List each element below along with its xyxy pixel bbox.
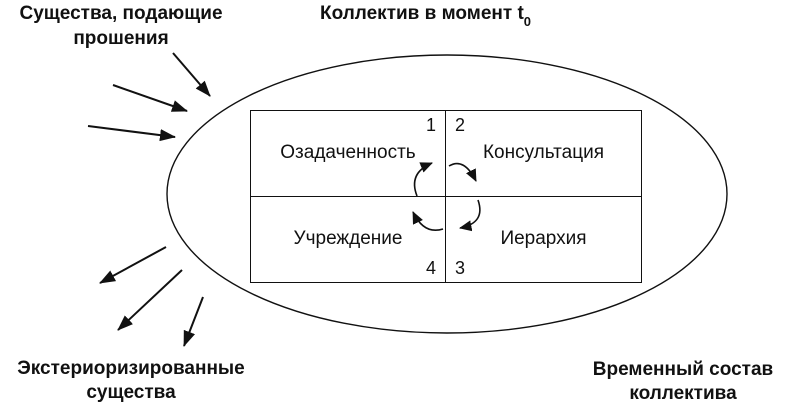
cell-label: Консультация	[482, 142, 605, 164]
cycle-arrow-2-to-3-icon	[459, 199, 481, 232]
phase-table: 1 Озадаченность 2 Консультация 4 Учрежде…	[250, 110, 642, 283]
label-line: существа	[86, 382, 176, 403]
label-line: коллектива	[629, 383, 737, 404]
cycle-arrow-3-to-4-icon	[412, 211, 444, 231]
incoming-arrow-icon	[112, 84, 188, 112]
cycle-arrow-4-to-1-icon	[413, 162, 433, 197]
label-temporary-collective: Временный состав коллектива	[561, 358, 790, 406]
incoming-arrow-icon	[172, 52, 211, 97]
cell-number: 2	[455, 115, 466, 135]
incoming-arrow-icon	[87, 125, 176, 142]
outgoing-arrows	[99, 246, 204, 347]
label-petitioning-beings: Существа, подающие прошения	[0, 1, 242, 51]
cell-label: Озадаченность	[280, 142, 416, 164]
outgoing-arrow-icon	[117, 269, 183, 331]
incoming-arrows	[87, 52, 211, 142]
label-line: Существа, подающие	[19, 3, 223, 24]
label-exteriorized-beings: Экстериоризированные существа	[0, 357, 262, 405]
outgoing-arrow-icon	[183, 296, 204, 347]
label-line: прошения	[73, 28, 169, 49]
outgoing-arrow-icon	[99, 246, 167, 284]
cell-number: 1	[425, 115, 436, 135]
label-line: Экстериоризированные	[17, 358, 245, 379]
cycle-arrow-1-to-2-icon	[448, 162, 477, 182]
label-text: Коллектив в момент t	[320, 3, 524, 24]
cycle-arrows	[412, 162, 481, 232]
label-collective-at-t0: Коллектив в момент t0	[320, 1, 532, 29]
t0-subscript: 0	[523, 14, 532, 29]
cell-number: 4	[425, 258, 436, 278]
cell-hierarchy: 3 Иерархия	[446, 197, 641, 283]
cell-institution: 4 Учреждение	[251, 196, 446, 282]
cell-label: Учреждение	[293, 228, 403, 250]
cell-label: Иерархия	[500, 228, 587, 250]
collective-boundary-ellipse	[166, 54, 728, 334]
label-line: Временный состав	[592, 359, 774, 380]
cell-puzzlement: 1 Озадаченность	[251, 111, 446, 197]
cell-consultation: 2 Консультация	[446, 111, 641, 197]
cell-number: 3	[455, 258, 466, 278]
